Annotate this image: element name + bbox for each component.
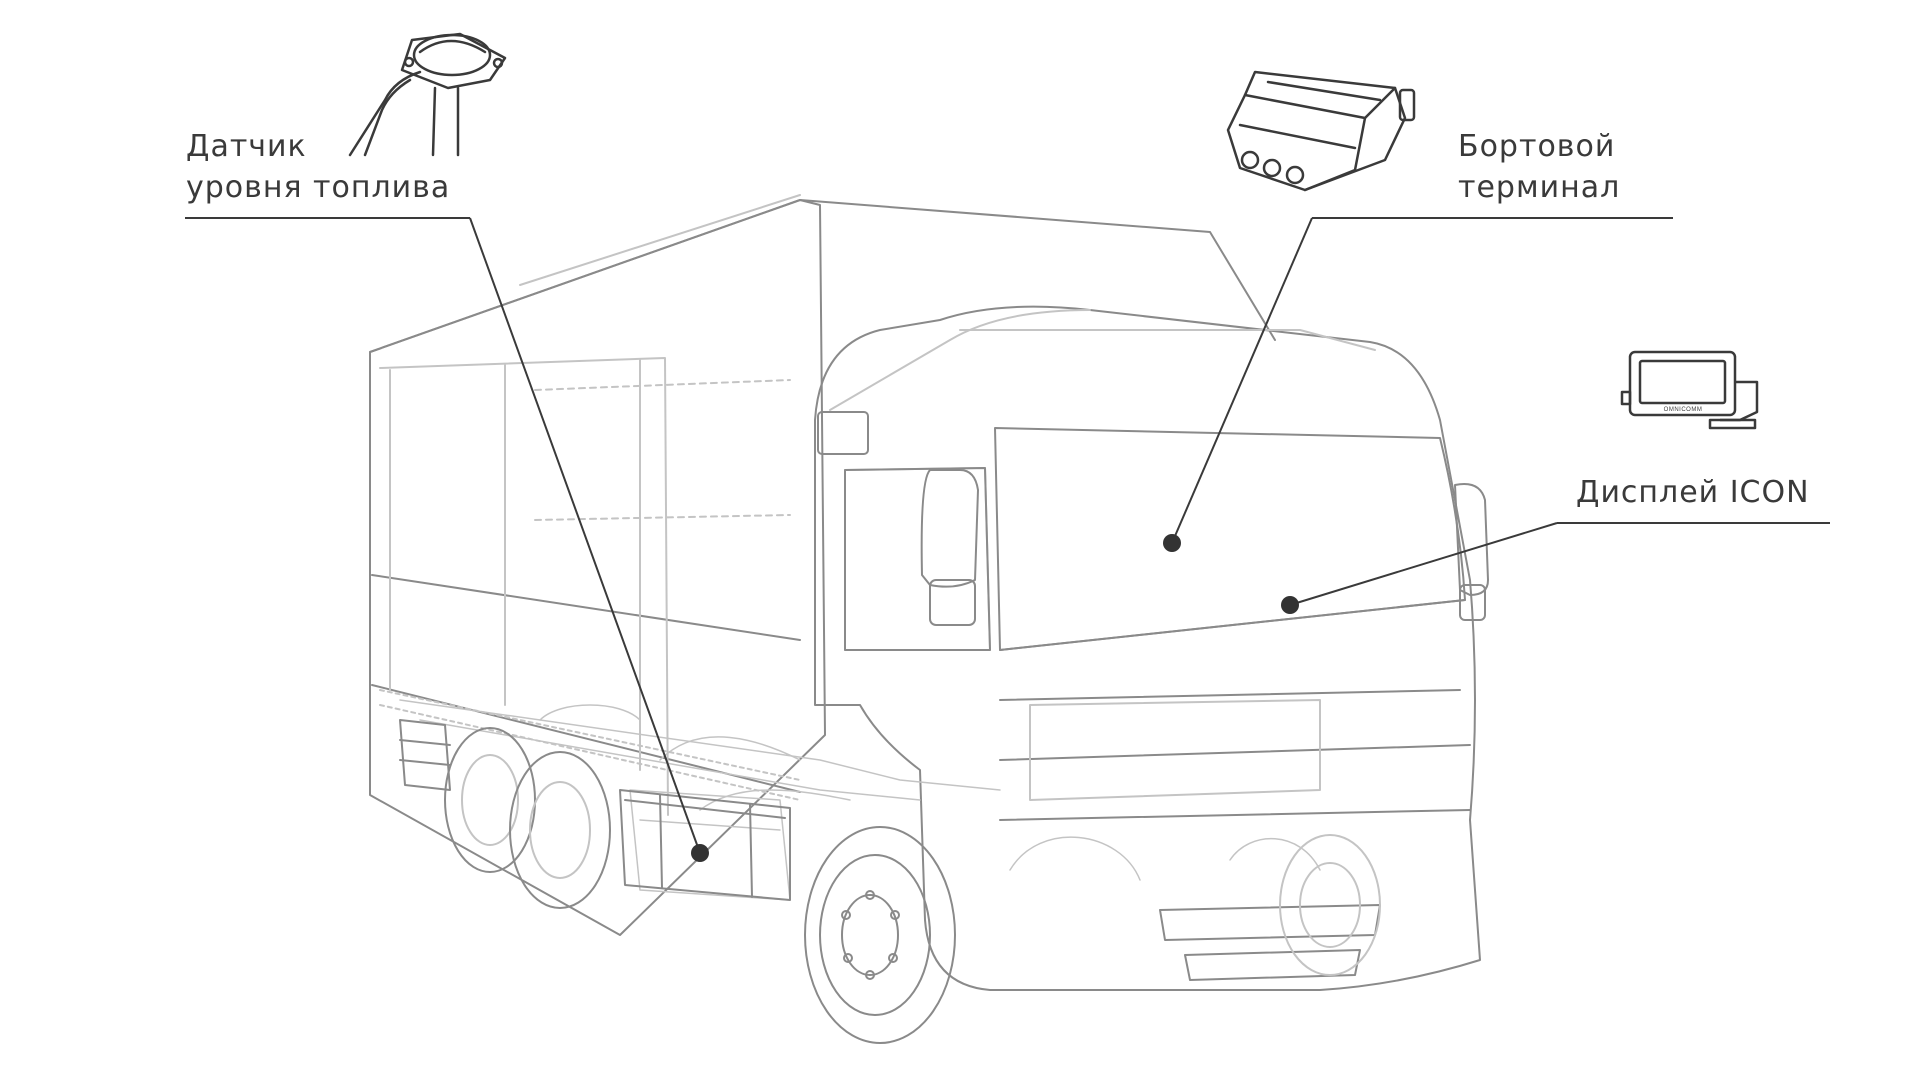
terminal-label-line2: терминал xyxy=(1458,170,1621,205)
fuel-sensor-label-line2: уровня топлива xyxy=(186,170,451,205)
terminal-leader xyxy=(1171,217,1673,544)
rear-wheel-1 xyxy=(444,727,536,873)
fuel-sensor-dot xyxy=(691,844,709,862)
fuel-sensor-label: Датчик уровня топлива xyxy=(186,126,450,208)
fuel-tank xyxy=(619,789,791,901)
front-wheel-far xyxy=(1279,834,1381,976)
display-label-line1: Дисплей ICON xyxy=(1576,475,1810,510)
icon-display-icon: OMNICOMM xyxy=(1620,350,1759,430)
callout-lines xyxy=(185,217,1830,854)
display-dot xyxy=(1281,596,1299,614)
terminal-dot xyxy=(1163,534,1181,552)
fuel-level-sensor-icon xyxy=(348,32,507,157)
terminal-label-line1: Бортовой xyxy=(1458,129,1616,164)
rear-bumper xyxy=(399,719,451,791)
chassis xyxy=(399,699,1321,901)
terminal-label: Бортовой терминал xyxy=(1458,126,1620,208)
display-label: Дисплей ICON xyxy=(1576,472,1810,513)
cargo-box xyxy=(369,194,1276,936)
truck-illustration xyxy=(369,194,1489,1044)
truck-cab xyxy=(814,305,1489,991)
display-leader xyxy=(1289,522,1830,606)
onboard-terminal-icon xyxy=(1226,70,1416,192)
display-brand-text: OMNICOMM xyxy=(1664,407,1703,413)
front-wheel xyxy=(804,826,956,1044)
fuel-sensor-leader xyxy=(185,217,701,854)
fuel-sensor-label-line1: Датчик xyxy=(186,129,307,164)
rear-wheel-2 xyxy=(509,751,611,909)
